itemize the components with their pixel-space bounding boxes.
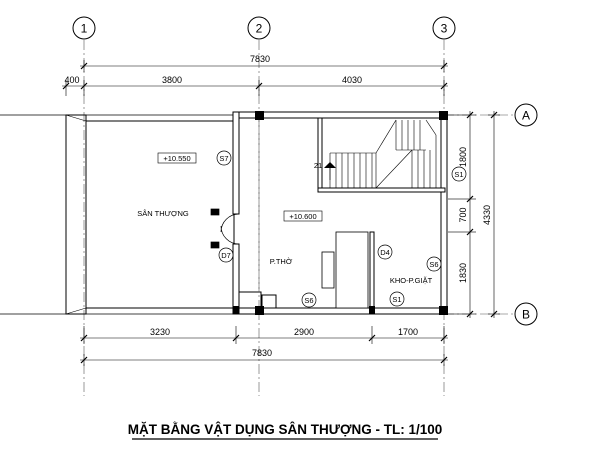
level-marker-terrace: +10.550 [157,152,197,164]
grid-bubble-2: 2 [247,16,271,40]
tag-s1-bottom: S1 [389,291,405,307]
room-label-terrace: SÂN THƯỢNG [137,209,189,218]
grid-label-2: 2 [256,22,263,36]
dimension-ticks [62,62,498,364]
altar-shelf [321,251,335,289]
tag-s7: S7 [216,150,232,166]
grid-label-1: 1 [81,22,88,36]
tag-s6-right-text: S6 [429,260,438,269]
dim-top-seg-3: 4030 [342,75,362,85]
level-marker-worship: +10.600 [283,210,323,222]
room-label-worship: P.THỜ [270,257,293,266]
grid-label-3: 3 [441,22,448,36]
dim-right-seg-3: 1830 [458,263,468,283]
grid-label-a: A [522,109,530,123]
dim-right-total: 4330 [482,205,492,225]
tag-d7: D7 [218,247,234,263]
dim-bottom-seg-2: 2900 [294,327,314,337]
dim-top-total: 7830 [250,54,270,64]
dim-bottom-total: 7830 [252,348,272,358]
dim-top-seg-1: 400 [64,75,79,85]
dim-bottom-seg-3: 1700 [398,327,418,337]
dim-right-seg-2: 700 [458,207,468,222]
room-label-storage: KHO-P.GIẶT [390,276,433,285]
tag-s6-right: S6 [426,256,442,272]
stair-step-count: 21 [314,161,322,170]
drawing-title: MẶT BẰNG VẬT DỤNG SÂN THƯỢNG - TL: 1/100 [128,422,442,437]
level-text-terrace: +10.550 [163,154,190,163]
dim-right-seg-1: 1800 [458,147,468,167]
tag-s1-bottom-text: S1 [392,295,401,304]
tag-s1-stair-text: S1 [454,170,463,179]
dimension-lines [62,60,500,366]
terrace-outline [0,114,236,315]
terrace-door [210,208,240,249]
level-text-worship: +10.600 [289,212,316,221]
furniture [321,231,369,309]
tag-d7-text: D7 [221,251,231,260]
tag-d4: D4 [377,244,393,260]
dim-bottom-seg-1: 3230 [150,327,170,337]
dim-top-seg-2: 3800 [162,75,182,85]
tag-s7-text: S7 [219,154,228,163]
grid-bubble-a: A [514,103,538,127]
grid-bubble-3: 3 [432,16,456,40]
grid-bubble-b: B [514,302,538,326]
columns [233,111,448,315]
tag-s1-stair: S1 [451,166,467,182]
grid-bubble-1: 1 [72,16,96,40]
grid-label-b: B [522,308,530,322]
altar-table [335,231,369,309]
tag-s6-bottom-text: S6 [304,296,313,305]
tag-d4-text: D4 [380,248,390,257]
stair-arrow-icon [324,162,336,168]
tag-s6-bottom: S6 [301,292,317,308]
stairs [329,119,437,189]
